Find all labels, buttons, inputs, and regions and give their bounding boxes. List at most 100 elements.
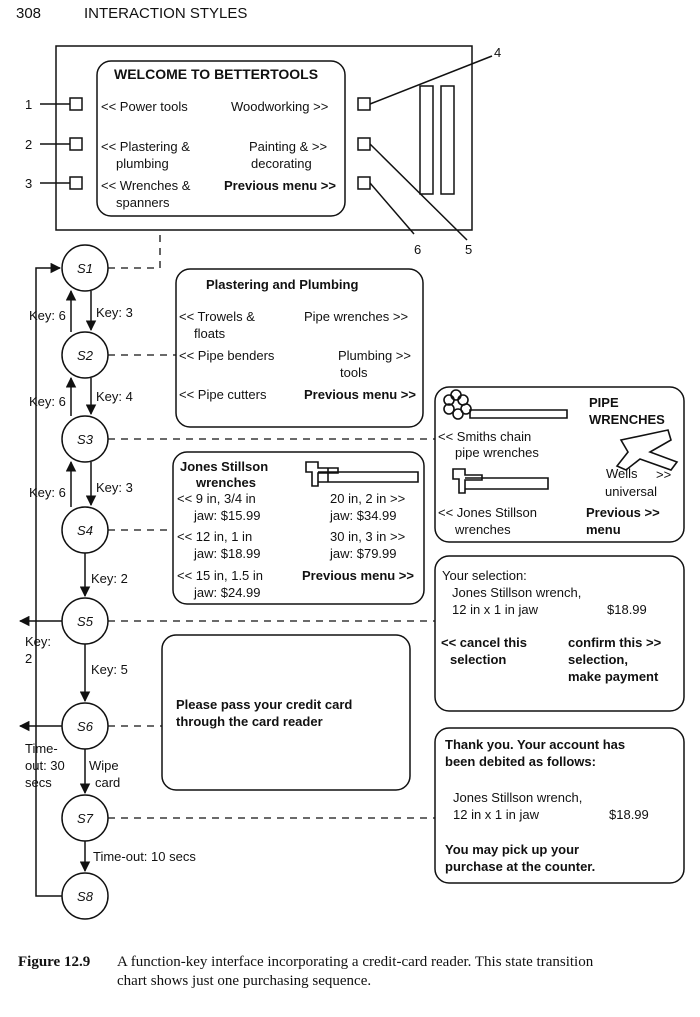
welcome-screen	[96, 60, 346, 217]
option-wrenches-1[interactable]: << Wrenches &	[101, 178, 191, 193]
plastering-trowels-2: floats	[194, 326, 226, 341]
jones-option-20in-1[interactable]: 20 in, 2 in >>	[330, 491, 406, 506]
kiosk-frame	[55, 45, 473, 231]
state-s7: S7	[77, 811, 93, 826]
key-label-4: 4	[494, 45, 502, 60]
jones-option-30in-2: jaw: $79.99	[330, 546, 397, 561]
thanks-pickup-1: You may pick up your	[445, 842, 580, 857]
transition-key-2-b-2: 2	[25, 651, 33, 666]
plastering-plumbing-tools-1[interactable]: Plumbing >>	[338, 348, 411, 363]
state-s5: S5	[77, 614, 93, 629]
transition-timeout-30-3: secs	[25, 775, 52, 790]
selection-item-size: 12 in x 1 in jaw	[452, 602, 538, 617]
selection-price: $18.99	[607, 602, 647, 617]
jones-option-12in-1[interactable]: << 12 in, 1 in	[177, 529, 253, 544]
selection-cancel-1[interactable]: << cancel this	[441, 635, 527, 650]
pipe-wrenches-jones-1[interactable]: << Jones Stillson	[438, 505, 538, 520]
selection-confirm-1[interactable]: confirm this >>	[568, 635, 662, 650]
thanks-item-name: Jones Stillson wrench,	[453, 790, 583, 805]
universal-wrench-icon	[615, 429, 679, 471]
jones-option-15in-1[interactable]: << 15 in, 1.5 in	[177, 568, 264, 583]
pipe-wrenches-wells-1[interactable]: Wells	[606, 466, 638, 481]
state-s8: S8	[77, 889, 93, 904]
state-s2: S2	[77, 348, 93, 363]
figure-caption-line-2: chart shows just one purchasing sequence…	[117, 973, 372, 989]
plastering-title: Plastering and Plumbing	[206, 277, 359, 292]
pipe-wrenches-title-2: WRENCHES	[589, 412, 665, 427]
chapter-title: INTERACTION STYLES	[84, 5, 248, 22]
figure-caption-line-1: A function-key interface incorporating a…	[117, 954, 594, 970]
card-instruction-1: Please pass your credit card	[176, 697, 353, 712]
thanks-pickup-2: purchase at the counter.	[445, 859, 596, 874]
selection-heading: Your selection:	[442, 568, 527, 583]
thanks-item-size: 12 in x 1 in jaw	[453, 807, 539, 822]
plastering-trowels-1[interactable]: << Trowels &	[179, 309, 255, 324]
thanks-price: $18.99	[609, 807, 649, 822]
thanks-line-2: been debited as follows:	[445, 754, 596, 769]
pipe-wrenches-previous-2: menu	[586, 522, 621, 537]
function-key-3	[69, 176, 83, 190]
transition-key-4: Key: 4	[96, 389, 133, 404]
card-reader-box	[161, 634, 411, 791]
stillson-wrench-icon	[305, 461, 419, 487]
jones-previous-menu[interactable]: Previous menu >>	[302, 568, 414, 583]
option-power-tools[interactable]: << Power tools	[101, 99, 188, 114]
selection-box	[434, 555, 685, 712]
jones-box	[172, 451, 425, 605]
state-s3: S3	[77, 432, 93, 447]
card-slot-left	[419, 85, 434, 195]
card-slot-right	[440, 85, 455, 195]
pipe-wrenches-jones-2: wrenches	[455, 522, 511, 537]
selection-item-name: Jones Stillson wrench,	[452, 585, 582, 600]
state-s1: S1	[77, 261, 93, 276]
transition-key-6-b: Key: 6	[29, 394, 66, 409]
plastering-plumbing-tools-2: tools	[340, 365, 368, 380]
thanks-line-1: Thank you. Your account has	[445, 737, 626, 752]
chain-pipe-wrench-icon	[443, 389, 568, 420]
option-painting-2: decorating	[251, 156, 312, 171]
jones-option-15in-2: jaw: $24.99	[194, 585, 261, 600]
jones-title-2: wrenches	[196, 475, 256, 490]
key-label-1: 1	[25, 97, 33, 112]
jones-option-9in-1[interactable]: << 9 in, 3/4 in	[177, 491, 256, 506]
option-plastering-1[interactable]: << Plastering &	[101, 139, 190, 154]
function-key-5	[357, 137, 371, 151]
key-label-3: 3	[25, 176, 33, 191]
transition-timeout-10: Time-out: 10 secs	[93, 849, 196, 864]
plastering-pipe-benders[interactable]: << Pipe benders	[179, 348, 275, 363]
jones-title-1: Jones Stillson	[180, 459, 269, 474]
option-previous-menu[interactable]: Previous menu >>	[224, 178, 336, 193]
pipe-wrenches-box	[434, 386, 685, 543]
function-key-4	[357, 97, 371, 111]
jones-option-12in-2: jaw: $18.99	[194, 546, 261, 561]
pipe-wrenches-smiths-2: pipe wrenches	[455, 445, 539, 460]
option-painting-1[interactable]: Painting & >>	[249, 139, 328, 154]
plastering-pipe-cutters[interactable]: << Pipe cutters	[179, 387, 267, 402]
option-woodworking[interactable]: Woodworking >>	[231, 99, 329, 114]
function-key-6	[357, 176, 371, 190]
small-stillson-wrench-icon	[452, 468, 549, 494]
plastering-box	[175, 268, 424, 428]
jones-option-30in-1[interactable]: 30 in, 3 in >>	[330, 529, 406, 544]
transition-timeout-30-1: Time-	[25, 741, 58, 756]
option-wrenches-2: spanners	[116, 195, 170, 210]
state-s4: S4	[77, 523, 93, 538]
option-plastering-2: plumbing	[116, 156, 169, 171]
pipe-wrenches-wells-2[interactable]: >>	[656, 467, 672, 482]
selection-cancel-2: selection	[450, 652, 507, 667]
pipe-wrenches-smiths-1[interactable]: << Smiths chain	[438, 429, 532, 444]
transition-key-3-b: Key: 3	[96, 480, 133, 495]
pipe-wrenches-previous-1[interactable]: Previous >>	[586, 505, 660, 520]
plastering-pipe-wrenches[interactable]: Pipe wrenches >>	[304, 309, 409, 324]
transition-wipe-card-2: card	[95, 775, 121, 790]
transition-key-6-c: Key: 6	[29, 485, 66, 500]
selection-confirm-2: selection,	[568, 652, 628, 667]
transition-wipe-card-1: Wipe	[89, 758, 119, 773]
transition-key-6-a: Key: 6	[29, 308, 66, 323]
key-label-5: 5	[465, 242, 473, 257]
pipe-wrenches-title-1: PIPE	[589, 395, 619, 410]
key-label-2: 2	[25, 137, 33, 152]
plastering-previous-menu[interactable]: Previous menu >>	[304, 387, 416, 402]
function-key-1	[69, 97, 83, 111]
